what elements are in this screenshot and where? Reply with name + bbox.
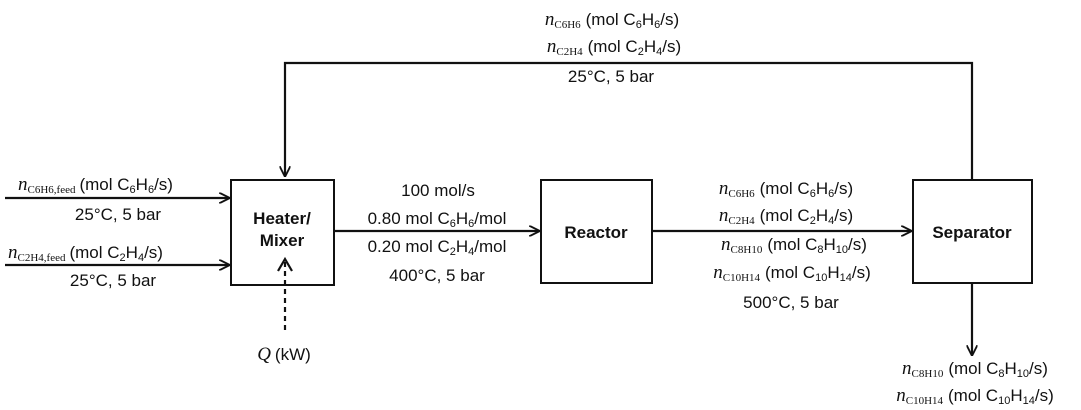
- recycle-ethylene-label: nC2H4(mol C2H4/s): [547, 36, 681, 58]
- effluent-ethylene-label: nC2H4(mol C2H4/s): [719, 205, 853, 227]
- effluent-ethylbenzene-label: nC8H10(mol C8H10/s): [721, 234, 867, 256]
- product-ethylbenzene-label: nC8H10(mol C8H10/s): [902, 358, 1048, 380]
- reactor-feed-benzene-fraction: 0.80 mol C6H6/mol: [368, 209, 507, 230]
- reactor-feed-flow: 100 mol/s: [401, 181, 475, 200]
- reactor-feed-ethylene-fraction: 0.20 mol C2H4/mol: [368, 237, 507, 258]
- effluent-conditions: 500°C, 5 bar: [743, 293, 839, 312]
- effluent-benzene-label: nC6H6(mol C6H6/s): [719, 178, 853, 200]
- benzene-feed-label: nC6H6,feed(mol C6H6/s): [18, 174, 173, 196]
- recycle-stream-arrow: [285, 61, 974, 180]
- heater-mixer-box: [230, 179, 335, 286]
- recycle-benzene-label: nC6H6(mol C6H6/s): [545, 9, 679, 31]
- reactor-feed-conditions: 400°C, 5 bar: [389, 266, 485, 285]
- reactor-label: Reactor: [564, 223, 628, 242]
- ethylene-feed-conditions: 25°C, 5 bar: [70, 271, 157, 290]
- heater-mixer-label-line2: Mixer: [260, 231, 305, 250]
- heat-input-arrowhead: [277, 256, 293, 272]
- product-diethylbenzene-label: nC10H14(mol C10H14/s): [896, 385, 1054, 407]
- benzene-feed-conditions: 25°C, 5 bar: [75, 205, 162, 224]
- effluent-diethylbenzene-label: nC10H14(mol C10H14/s): [713, 262, 871, 284]
- heater-mixer-label-line1: Heater/: [253, 209, 311, 228]
- recycle-conditions: 25°C, 5 bar: [568, 67, 655, 86]
- heat-input-label: Q(kW): [257, 344, 311, 365]
- reactor-box: [540, 179, 653, 284]
- ethylene-feed-label: nC2H4,feed(mol C2H4/s): [8, 242, 163, 264]
- separator-label: Separator: [932, 223, 1012, 242]
